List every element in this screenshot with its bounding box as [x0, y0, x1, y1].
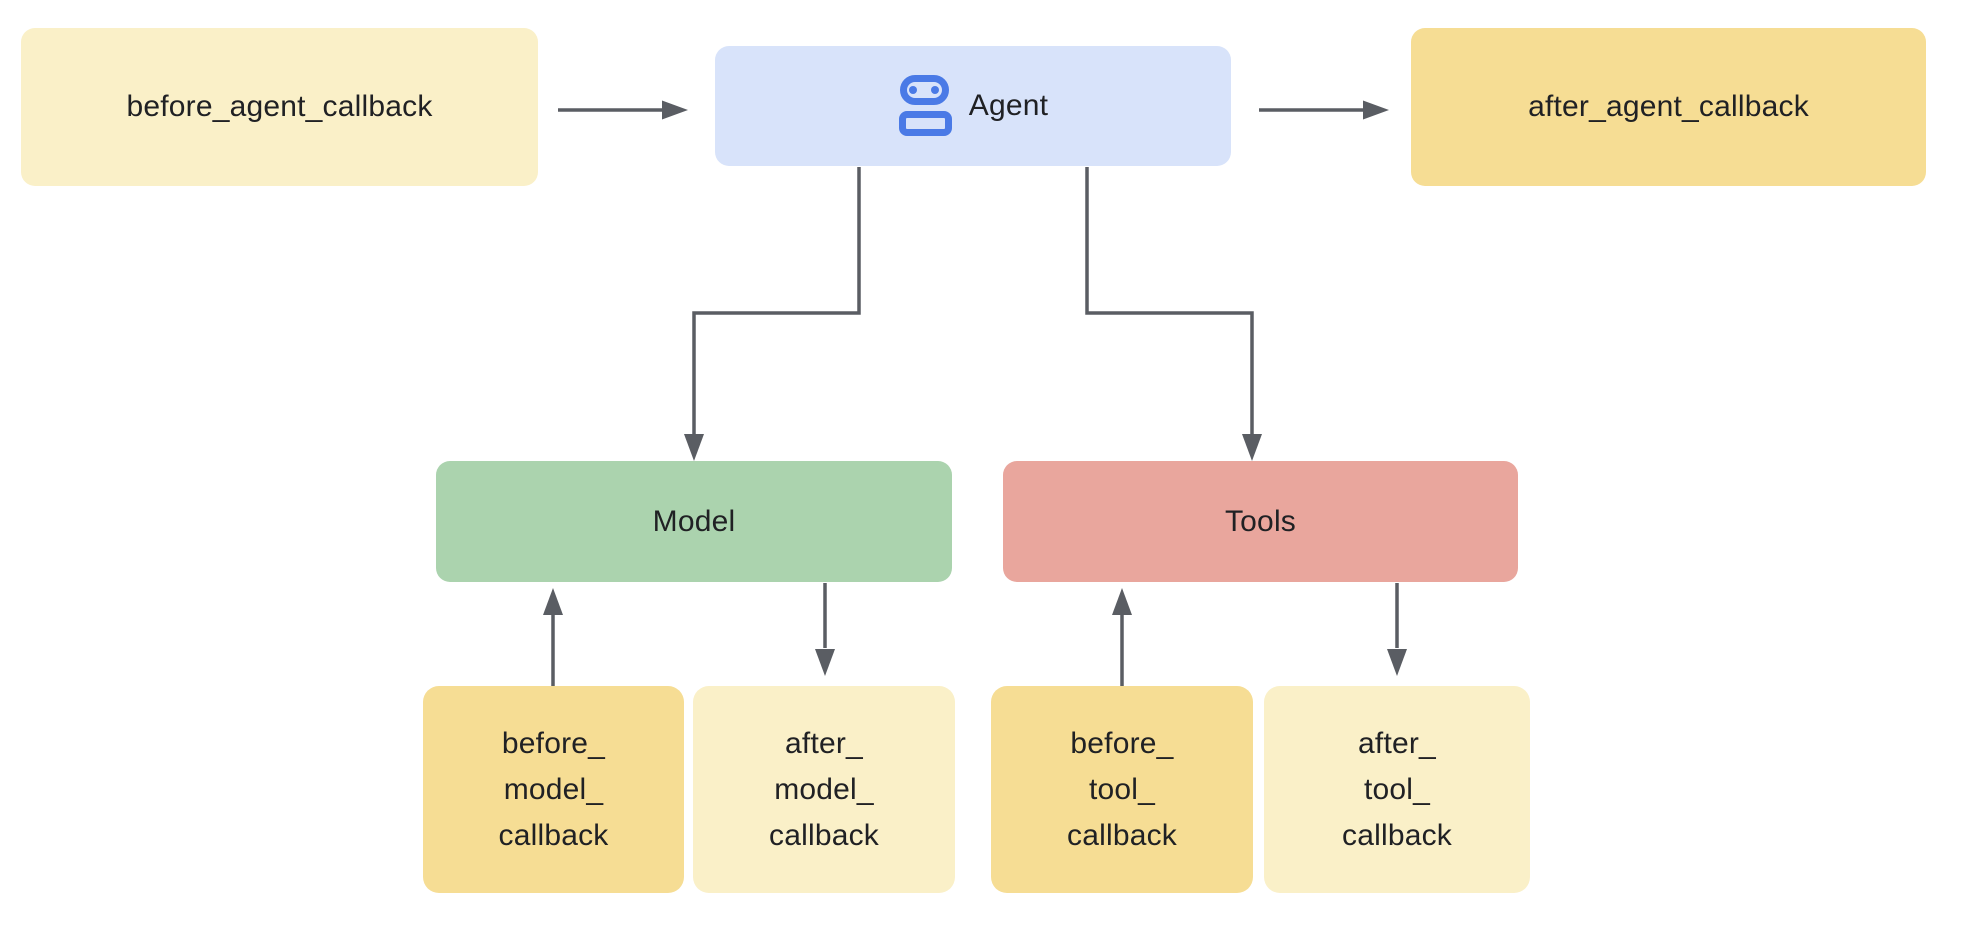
- connector-before-agent-to-agent: [558, 100, 688, 120]
- node-label: after_ tool_ callback: [1342, 726, 1452, 852]
- node-tools: Tools: [1003, 461, 1518, 582]
- node-label: after_agent_callback: [1528, 90, 1809, 123]
- node-agent: Agent: [715, 46, 1231, 166]
- node-label: after_ model_ callback: [769, 726, 879, 852]
- arrowhead-right-icon: [1363, 100, 1389, 120]
- node-label: Tools: [1224, 504, 1297, 538]
- connector-agent-to-model: [684, 167, 861, 461]
- node-label: before_ model_ callback: [498, 726, 609, 852]
- arrowhead-up-icon: [1112, 588, 1132, 615]
- node-before-model-callback: before_ model_ callback: [423, 686, 684, 893]
- node-after-model-callback: after_ model_ callback: [693, 686, 955, 893]
- connector-model-to-after-model: [815, 583, 835, 676]
- robot-icon: [898, 75, 952, 136]
- arrowhead-down-icon: [1387, 649, 1407, 676]
- node-model: Model: [436, 461, 952, 582]
- node-label: before_ tool_ callback: [1067, 726, 1177, 852]
- connector-before-tool-to-tools: [1112, 588, 1132, 688]
- node-after-tool-callback: after_ tool_ callback: [1264, 686, 1530, 893]
- arrowhead-up-icon: [543, 588, 563, 615]
- arrowhead-down-icon: [815, 649, 835, 676]
- node-label: before_agent_callback: [126, 90, 433, 123]
- connector-before-model-to-model: [543, 588, 563, 688]
- connector-agent-to-tools: [1085, 167, 1262, 461]
- node-label: Model: [652, 504, 736, 538]
- connector-tools-to-after-tool: [1387, 583, 1407, 676]
- arrowhead-right-icon: [662, 100, 688, 120]
- node-label: Agent: [968, 89, 1049, 122]
- node-after-agent-callback: after_agent_callback: [1411, 28, 1926, 186]
- node-before-agent-callback: before_agent_callback: [21, 28, 538, 186]
- arrowhead-down-icon: [684, 434, 704, 461]
- connector-agent-to-after-agent: [1259, 100, 1389, 120]
- node-before-tool-callback: before_ tool_ callback: [991, 686, 1253, 893]
- arrowhead-down-icon: [1242, 434, 1262, 461]
